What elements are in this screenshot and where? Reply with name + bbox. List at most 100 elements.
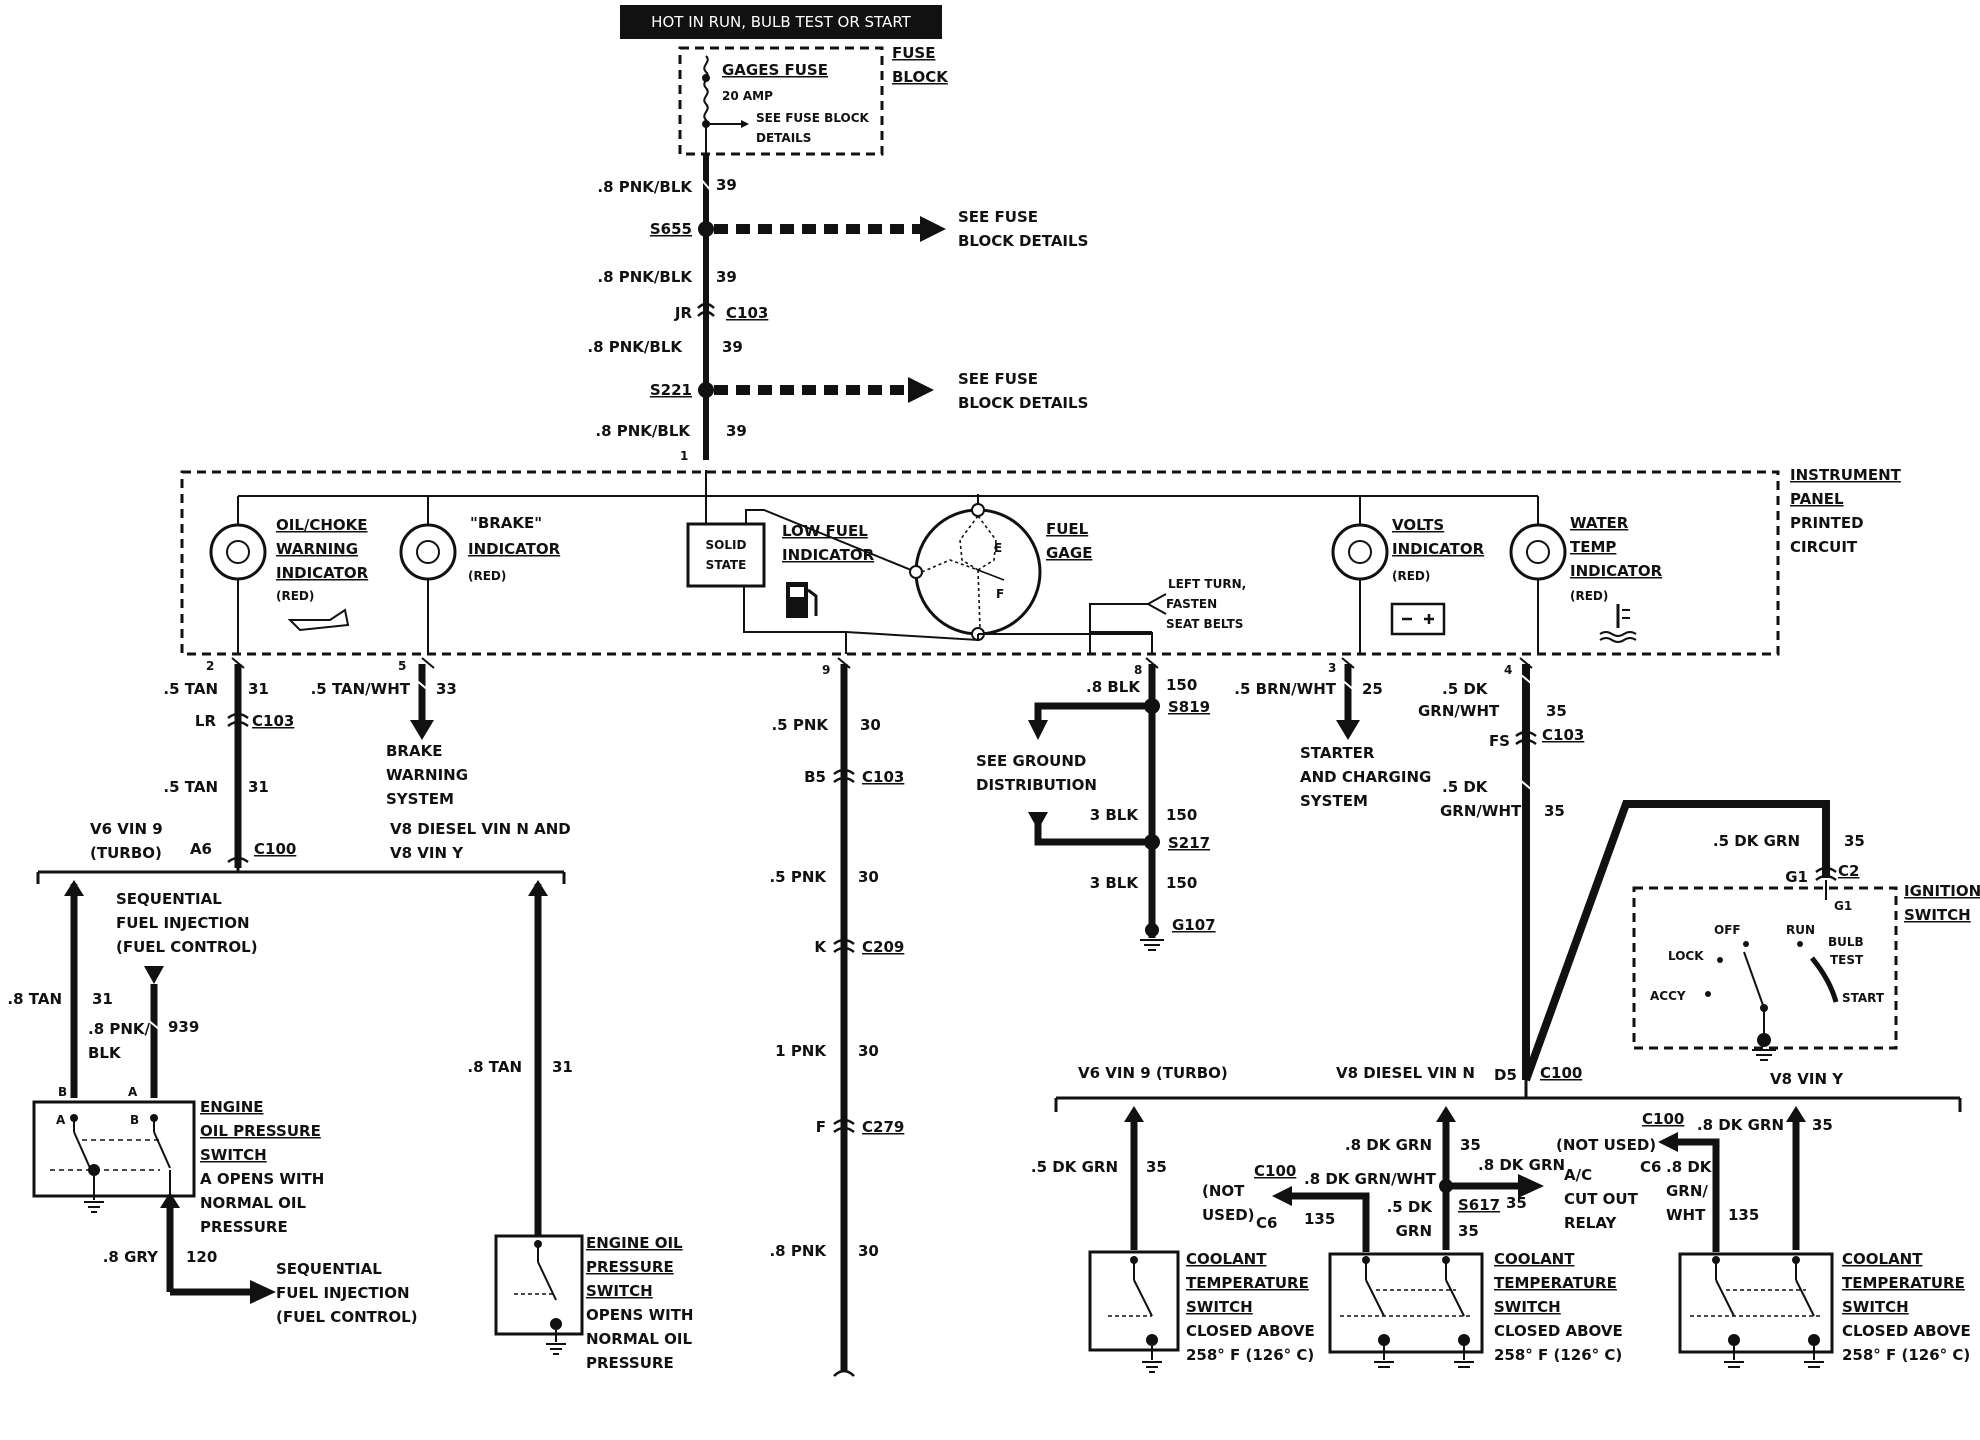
oil-switch-b-top: B (58, 1085, 67, 1099)
top-wire-circuit-2: 39 (716, 268, 737, 286)
water-c2: C2 (1838, 862, 1859, 880)
cool-b-c6: C6 (1256, 1214, 1277, 1232)
cool-b-circuit-4: 35 (1506, 1194, 1527, 1212)
lowfuel-label-2: INDICATOR (782, 546, 875, 564)
leftturn-label-2: FASTEN (1166, 597, 1217, 611)
cool-c-circuit-1: 35 (1812, 1116, 1833, 1134)
volts-label-3: (RED) (1392, 569, 1430, 583)
cool-c-sw-4: CLOSED ABOVE (1842, 1322, 1971, 1340)
ign-run: RUN (1786, 923, 1815, 937)
ac-label-3: RELAY (1564, 1214, 1618, 1232)
pin-3: 3 (1328, 661, 1336, 675)
pin-2: 2 (206, 659, 214, 673)
cool-c-wire-2c: WHT (1666, 1206, 1706, 1224)
oil-circuit-1: 31 (248, 680, 269, 698)
ac-label-1: A/C (1564, 1166, 1592, 1184)
oil-label-2: WARNING (276, 540, 358, 558)
water-c103: C103 (1542, 726, 1584, 744)
ign-bulb-2: TEST (1830, 953, 1864, 967)
water-circuit-1: 35 (1546, 702, 1567, 720)
cool-b-wire-1: .8 DK GRN (1345, 1136, 1432, 1154)
volts-circuit-1: 25 (1362, 680, 1383, 698)
seq2-label-3: (FUEL CONTROL) (276, 1308, 418, 1326)
pin-4: 4 (1504, 663, 1512, 677)
ign-label-1: IGNITION (1904, 882, 1980, 900)
seq-label-2: FUEL INJECTION (116, 914, 250, 932)
oil-sw-label-2: OIL PRESSURE (200, 1122, 321, 1140)
cool-c-wire-2b: GRN/ (1666, 1182, 1708, 1200)
oil-c103: C103 (252, 712, 294, 730)
water-circuit-3: 35 (1844, 832, 1865, 850)
oil-switch-a-top: A (128, 1085, 138, 1099)
seq-label-3: (FUEL CONTROL) (116, 938, 258, 956)
panel-label-3: PRINTED (1790, 514, 1864, 532)
oil-turbo: (TURBO) (90, 844, 162, 862)
coolant-switch-v6: .5 DK GRN 35 COOLANT TEMPERATURE SWITCH … (1031, 1106, 1315, 1373)
cool-b-sw-2: TEMPERATURE (1494, 1274, 1617, 1292)
top-wire-label-2: .8 PNK/BLK (597, 268, 693, 286)
leftturn-label-3: SEAT BELTS (1166, 617, 1243, 631)
panel-label-4: CIRCUIT (1790, 538, 1858, 556)
water-label-1: WATER (1570, 514, 1629, 532)
water-c100: C100 (1540, 1064, 1582, 1082)
oil-switch-b-label: B (130, 1113, 139, 1127)
ign-bulb-1: BULB (1828, 935, 1864, 949)
brake-wire-2: .8 TAN (467, 1058, 522, 1076)
top-wire-label-1: .8 PNK/BLK (597, 178, 693, 196)
fuel-c209: C209 (862, 938, 904, 956)
brake-v8-2: V8 VIN Y (390, 844, 464, 862)
cool-a-sw-2: TEMPERATURE (1186, 1274, 1309, 1292)
leftturn-label-1: LEFT TURN, (1168, 577, 1246, 591)
brake-label-2: INDICATOR (468, 540, 561, 558)
engine-oil-pressure-switch-b (494, 1234, 584, 1355)
gage-f: F (996, 587, 1004, 601)
oil-circuit-3: 31 (92, 990, 113, 1008)
fuel-circuit-3: 30 (858, 1042, 879, 1060)
water-circuit-2: 35 (1544, 802, 1565, 820)
brake-sw-4: OPENS WITH (586, 1306, 693, 1324)
fuel-c103: C103 (862, 768, 904, 786)
brake-label-3: (RED) (468, 569, 506, 583)
s217-label: S217 (1168, 834, 1210, 852)
cool-b-wire-2: .8 DK GRN/WHT (1304, 1170, 1437, 1188)
g107-label: G107 (1172, 916, 1216, 934)
oil-wire-4a: .8 PNK/ (88, 1020, 151, 1038)
s655-label: S655 (650, 220, 692, 238)
cool-b-sw-1: COOLANT (1494, 1250, 1575, 1268)
cool-b-notused-1: (NOT (1202, 1182, 1245, 1200)
cool-c-sw-2: TEMPERATURE (1842, 1274, 1965, 1292)
fuse-see1: SEE FUSE BLOCK (756, 111, 870, 125)
water-wire-1b: GRN/WHT (1418, 702, 1500, 720)
oil-circuit-4: 939 (168, 1018, 199, 1036)
cool-a-sw-3: SWITCH (1186, 1298, 1253, 1316)
seq2-label-2: FUEL INJECTION (276, 1284, 410, 1302)
ground-wire-3: 3 BLK (1090, 874, 1140, 892)
brake-v8-1: V8 DIESEL VIN N AND (390, 820, 571, 838)
cool-c-c6: C6 (1640, 1158, 1661, 1176)
water-v8y: V8 VIN Y (1770, 1070, 1844, 1088)
brake-sw-2: PRESSURE (586, 1258, 674, 1276)
fuel-b5: B5 (804, 768, 826, 786)
oil-choke-indicator: OIL/CHOKE WARNING INDICATOR (RED) (209, 496, 369, 654)
splice-s655 (698, 221, 714, 237)
water-circuit: .5 DK GRN/WHT 35 FS C103 .5 DK GRN/WHT 3… (1054, 657, 1980, 1112)
ground-circuit-3: 150 (1166, 874, 1197, 892)
fuelgage-label-1: FUEL (1046, 520, 1089, 538)
pin-8: 8 (1134, 663, 1142, 677)
fuel-wire-3: 1 PNK (775, 1042, 827, 1060)
cool-c-sw-1: COOLANT (1842, 1250, 1923, 1268)
oil-sw-label-3: SWITCH (200, 1146, 267, 1164)
brake-sw-1: ENGINE OIL (586, 1234, 683, 1252)
volts-sys-1: STARTER (1300, 744, 1375, 762)
brake-circuit-2: 31 (552, 1058, 573, 1076)
oil-circuit-5: 120 (186, 1248, 217, 1266)
see-fuse-a2: BLOCK DETAILS (958, 232, 1088, 250)
water-label-3: INDICATOR (1570, 562, 1663, 580)
oil-can-icon (287, 608, 350, 632)
cool-c-sw-5: 258° F (126° C) (1842, 1346, 1970, 1364)
brake-sys-3: SYSTEM (386, 790, 454, 808)
water-temp-indicator: WATER TEMP INDICATOR (RED) (1509, 496, 1663, 654)
panel-label-2: PANEL (1790, 490, 1844, 508)
fuel-circuit-1: 30 (860, 716, 881, 734)
cool-b-sw-5: 258° F (126° C) (1494, 1346, 1622, 1364)
